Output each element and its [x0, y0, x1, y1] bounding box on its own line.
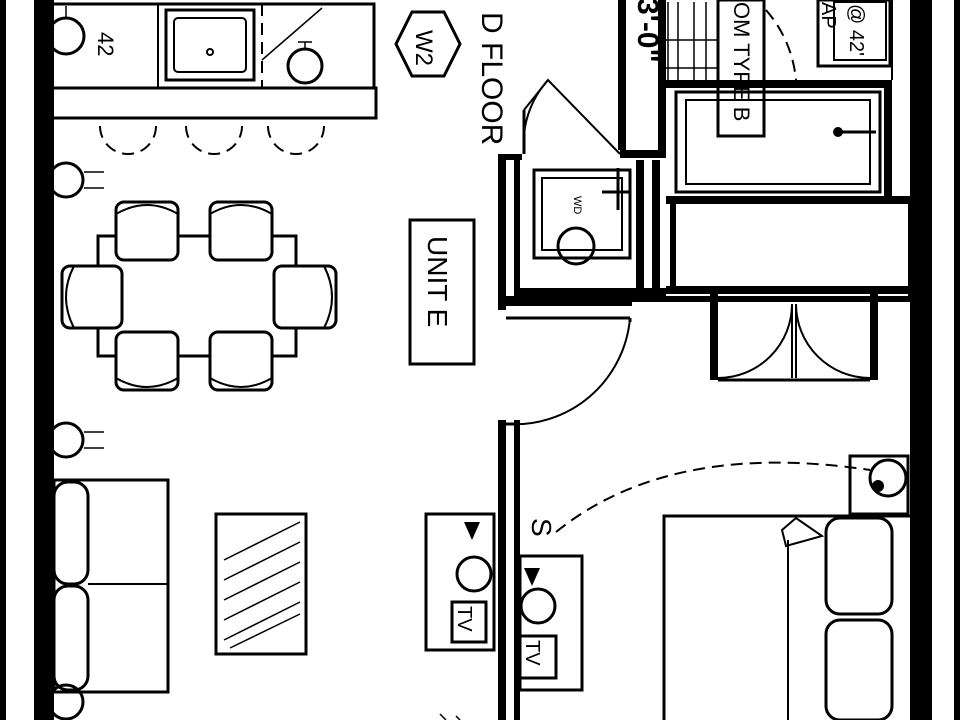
svg-text:W2: W2: [410, 30, 437, 66]
range-outlet-icon: [286, 47, 324, 85]
washer-dryer: WD: [532, 168, 632, 266]
switch-circuit: [555, 461, 871, 533]
floor-label: D FLOOR: [475, 12, 508, 145]
wall-outlet-icon: [47, 683, 85, 720]
wardrobe-doors: [717, 303, 871, 382]
door-swing-upper: [522, 78, 621, 155]
unit-label: UNIT E: [422, 236, 453, 327]
interior-walls: [498, 0, 914, 720]
wall-outlet-icon: [47, 421, 85, 459]
nightstand: [848, 454, 910, 516]
tv-unit-bedroom: TV: [518, 554, 584, 692]
top-right-tag: AP: [817, 2, 839, 29]
sofa: [52, 478, 170, 694]
bathtub: [674, 90, 882, 194]
window-tag: W2: [394, 10, 462, 78]
switch-label: S: [526, 518, 557, 537]
dining-chairs: [60, 200, 338, 392]
tv-label-bedroom: TV: [521, 640, 543, 666]
tv-unit-living: TV: [424, 512, 496, 652]
wall-outlet-icon: [47, 161, 85, 199]
bar-stools: [99, 125, 325, 155]
dimension-label: 3'-0": [631, 0, 664, 63]
svg-text:@ 42': @ 42': [845, 4, 867, 56]
washer-label: WD: [571, 196, 583, 214]
kitchen-sink: [164, 8, 256, 82]
shelving: [660, 2, 797, 81]
room-type-label: OM TYPE B: [729, 2, 754, 121]
kitchen-counter: [48, 2, 378, 120]
bed: [662, 514, 916, 720]
unit-label-box: UNIT E: [408, 218, 476, 366]
tv-label-living: TV: [453, 606, 475, 632]
outlet-box-top-right: @ 42': [816, 0, 893, 80]
outlet-height-left: 42: [93, 32, 118, 56]
door-swing-bedroom: [505, 316, 632, 426]
room-type-box: OM TYPE B: [716, 0, 766, 138]
coffee-table: [214, 512, 308, 656]
